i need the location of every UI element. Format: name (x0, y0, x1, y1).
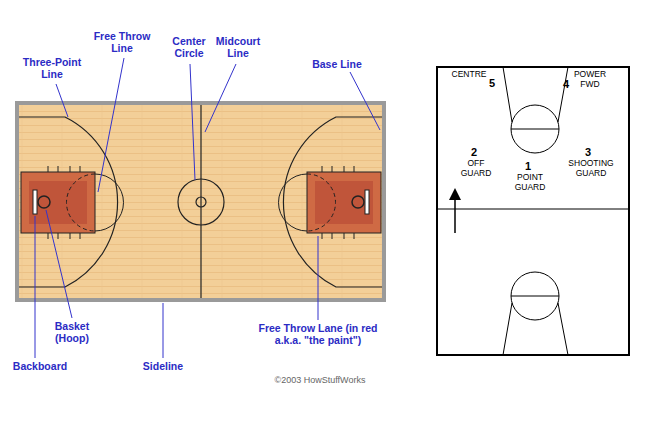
part-label: Backboard (5, 360, 75, 372)
position-number: 4 (559, 78, 573, 91)
part-label: Free Throw Line (89, 30, 155, 54)
part-label: Base Line (302, 58, 372, 70)
part-label: Free Throw Lane (in red a.k.a. "the pain… (248, 322, 388, 346)
basketball-court (17, 103, 384, 300)
part-label: Three-Point Line (15, 56, 89, 80)
position-name: SHOOTING GUARD (561, 159, 621, 179)
leader-lines (35, 58, 380, 358)
position-number: 2 (467, 146, 481, 159)
position-name: OFF GUARD (455, 159, 497, 179)
part-label: Basket (Hoop) (47, 320, 97, 344)
position-name: POWER FWD (570, 70, 610, 90)
part-label: Center Circle (166, 35, 212, 59)
part-label: Sideline (133, 360, 193, 372)
copyright-note: ©2003 HowStuffWorks (250, 375, 390, 385)
position-name: CENTRE (444, 70, 494, 80)
position-name: POINT GUARD (509, 173, 551, 193)
position-number: 1 (521, 160, 535, 173)
part-label: Midcourt Line (208, 35, 268, 59)
position-number: 5 (485, 77, 499, 90)
half-court-diagram (437, 67, 629, 355)
position-number: 3 (581, 146, 595, 159)
